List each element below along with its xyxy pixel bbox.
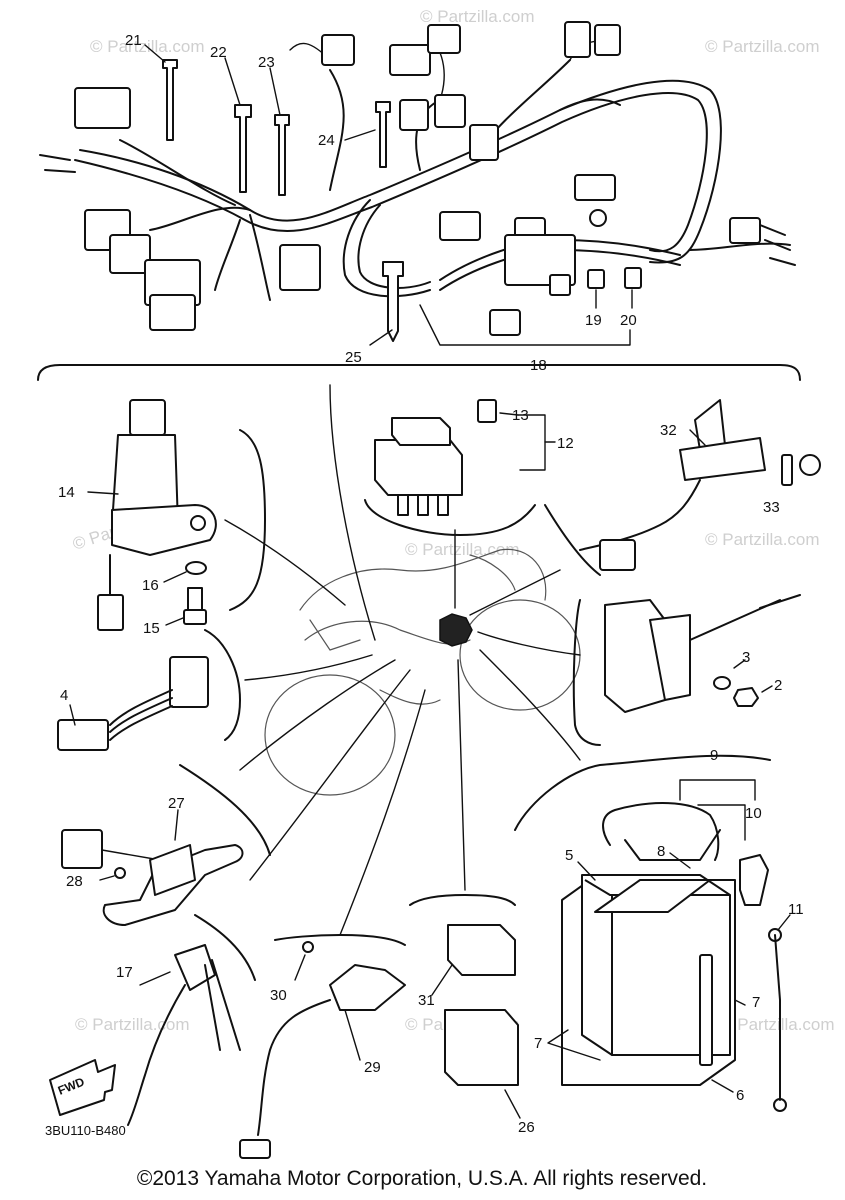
callout-23: 23 [258,54,275,71]
callout-5: 5 [565,847,573,864]
callout-30: 30 [270,987,287,1004]
callout-13: 13 [512,407,529,424]
watermark: © Partzilla.com [420,7,535,26]
part-20-clip [624,267,642,289]
callout-12: 12 [557,435,574,452]
battery-assembly: 5 8 9 10 11 7 7 6 [534,747,804,1112]
callout-28: 28 [66,873,83,890]
callout-6: 6 [736,1087,744,1104]
copyright-notice: ©2013 Yamaha Motor Corporation, U.S.A. A… [137,1167,707,1190]
watermark: © Partzilla.com [405,540,520,559]
callout-15: 15 [143,620,160,637]
watermark: © Partzilla.com [720,1015,835,1034]
callout-7: 7 [534,1035,542,1052]
callout-17: 17 [116,964,133,981]
callout-7: 7 [752,994,760,1011]
main-switch-assembly: 14 16 15 [58,399,217,637]
callout-20: 20 [620,312,637,329]
callout-11: 11 [788,901,804,918]
part-19-clip [587,269,605,289]
part-4-connector: 4 [57,656,209,751]
callout-27: 27 [168,795,185,812]
bracket-assembly: 27 28 [61,795,244,926]
callout-25: 25 [345,349,362,366]
callout-16: 16 [142,577,159,594]
group-brackets [179,429,771,981]
sidestand-switch-assembly: 17 FWD 3BU110-B480 [45,944,241,1138]
watermark: © Partzilla.com [75,1015,190,1034]
callout-9: 9 [710,747,718,764]
pointer-arrows [224,384,581,936]
callout-24: 24 [318,132,335,149]
relay-assembly: 13 12 [374,399,574,516]
callouts-harness: 21 22 23 24 25 18 19 20 [125,32,637,374]
cable-ties [162,59,404,342]
fwd-arrow-icon [49,1059,116,1116]
watermark: © Partzilla.com [705,530,820,549]
callout-31: 31 [418,992,435,1009]
callout-14: 14 [58,484,75,501]
harness-bracket [37,364,801,381]
neutral-switch-assembly: 30 29 [239,941,406,1159]
callout-21: 21 [125,32,142,49]
callout-2: 2 [774,677,782,694]
starter-relay-assembly: 3 2 [604,594,801,713]
callout-3: 3 [742,649,750,666]
motorcycle-outline [264,548,581,796]
callout-10: 10 [745,805,762,822]
watermark: © Partzilla.com [705,37,820,56]
diagram-code: 3BU110-B480 [45,1123,126,1138]
wire-harness [39,21,796,336]
callout-26: 26 [518,1119,535,1136]
callout-19: 19 [585,312,602,329]
callout-32: 32 [660,422,677,439]
callout-4: 4 [60,687,68,704]
callout-22: 22 [210,44,227,61]
relay-units: 31 26 [418,924,535,1136]
callout-33: 33 [763,499,780,516]
part-32-assembly: 32 33 [579,399,821,571]
callout-8: 8 [657,843,665,860]
callout-29: 29 [364,1059,381,1076]
